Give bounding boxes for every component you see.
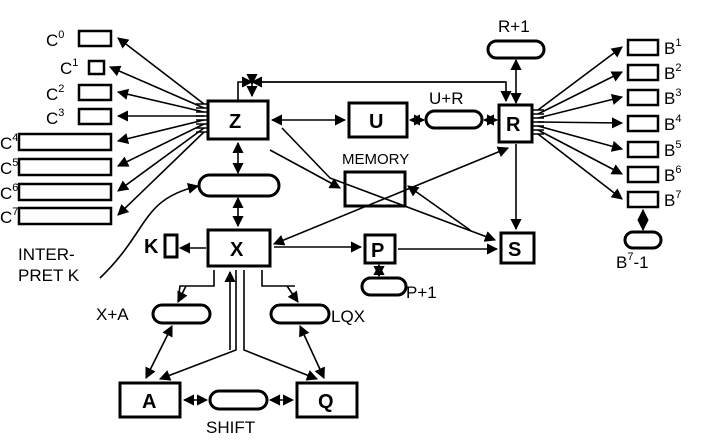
z-to-c7-line — [117, 131, 205, 216]
u-plus-r-label: U+R — [429, 89, 463, 108]
b7-register — [626, 190, 660, 209]
z-to-c2-line — [116, 88, 205, 113]
c1-label: C1 — [60, 57, 78, 78]
a-register-label: A — [142, 391, 156, 413]
z-c-port-ticks — [196, 103, 208, 133]
k-register — [163, 233, 179, 259]
b4-register — [626, 114, 660, 133]
lqx-to-q-line — [299, 324, 325, 380]
interpret-k-label-line2: PRET K — [18, 266, 80, 285]
lqx-arrow — [286, 285, 299, 303]
z-register — [206, 99, 270, 141]
r-plus-1-counter — [486, 39, 546, 60]
x-plus-a-label: X+A — [96, 305, 129, 324]
b2-register — [626, 63, 660, 82]
lqx-unit — [269, 303, 331, 325]
c3-register — [77, 107, 113, 126]
r-register-label: R — [506, 114, 521, 136]
interpret-k-label-line1: INTER- — [18, 245, 75, 264]
r-plus-1-label: R+1 — [498, 17, 530, 36]
z-to-memory-line — [269, 149, 341, 189]
p-plus-1-label: P+1 — [406, 283, 437, 302]
shift-unit — [208, 389, 269, 411]
r-to-b7-line — [537, 133, 623, 200]
z-to-c0-line — [117, 37, 205, 105]
r-b-port-ticks — [532, 109, 544, 135]
b6-label: B6 — [664, 164, 681, 185]
x-to-lqx-route — [261, 270, 295, 287]
c6-register — [17, 182, 113, 202]
r-to-b4-line — [537, 117, 624, 129]
memory-block — [343, 170, 407, 208]
r-register — [497, 103, 534, 144]
u-register — [347, 101, 409, 139]
c-register-group: C0 C1 C2 C3 C4 C5 C6 C7 — [0, 29, 208, 227]
r-to-b6-line — [537, 129, 623, 175]
x-to-a-line — [158, 270, 237, 381]
z-to-c4-line — [116, 119, 205, 145]
c7-label: C7 — [0, 206, 18, 227]
z-to-c5-line — [116, 123, 205, 167]
b7-minus-1-label: B7-1 — [616, 251, 649, 272]
c1-register — [87, 59, 106, 76]
a-register — [118, 381, 182, 419]
c0-label: C0 — [46, 29, 64, 50]
b7-minus-1-counter — [623, 230, 663, 250]
c4-register — [17, 132, 113, 152]
s-register-label: S — [508, 239, 521, 261]
q-register — [295, 381, 359, 419]
b1-label: B1 — [664, 37, 681, 58]
z-r-top-line — [246, 81, 512, 103]
x-register — [206, 228, 272, 268]
c0-register — [77, 29, 113, 48]
u-register-label: U — [369, 111, 383, 133]
z-register-label: Z — [229, 111, 241, 133]
lqx-label: LQX — [331, 307, 365, 326]
u-plus-r-adder — [424, 109, 484, 130]
x-plus-a-to-a-line — [145, 324, 173, 380]
p-plus-1-counter — [360, 276, 408, 297]
shift-label: SHIFT — [206, 418, 255, 437]
z-to-c1-line — [108, 65, 205, 109]
r-to-b1-line — [537, 46, 623, 111]
b-register-group: B1 B2 B3 B4 B5 B6 B7 B7-1 — [532, 37, 681, 272]
k-register-label: K — [144, 236, 159, 258]
b4-label: B4 — [664, 113, 681, 134]
p-register-label: P — [371, 240, 384, 262]
c4-label: C4 — [0, 132, 18, 153]
b5-register — [626, 140, 660, 159]
x-to-x-plus-a-route — [177, 270, 215, 302]
interpret-k-unit — [197, 173, 281, 198]
x-plus-a-adder — [151, 303, 212, 325]
x-to-q-line — [243, 270, 319, 381]
x-r-diagonal-line — [272, 146, 510, 246]
r-to-b5-line — [537, 125, 624, 152]
b5-label: B5 — [664, 139, 681, 160]
z-to-c6-line — [117, 127, 205, 192]
r-to-b2-line — [537, 71, 624, 115]
r-to-b3-line — [537, 94, 624, 119]
b6-register — [626, 165, 660, 184]
c6-label: C6 — [0, 182, 18, 203]
b3-register — [626, 88, 660, 107]
s-to-memory-line — [407, 185, 471, 231]
x-register-label: X — [230, 239, 244, 261]
c2-register — [77, 83, 113, 102]
z-to-r-top-route — [237, 81, 505, 101]
x-plus-a-arrow — [177, 285, 188, 304]
b7-label: B7 — [664, 189, 681, 210]
interpret-k-pointer — [99, 182, 200, 279]
c7-register — [17, 206, 113, 226]
b1-register — [626, 38, 660, 57]
q-register-label: Q — [318, 391, 334, 413]
b3-label: B3 — [664, 87, 681, 108]
c3-label: C3 — [46, 107, 64, 128]
b2-label: B2 — [664, 62, 681, 83]
c5-register — [17, 157, 113, 177]
memory-label: MEMORY — [342, 151, 409, 168]
c2-label: C2 — [46, 83, 64, 104]
c5-label: C5 — [0, 157, 18, 178]
